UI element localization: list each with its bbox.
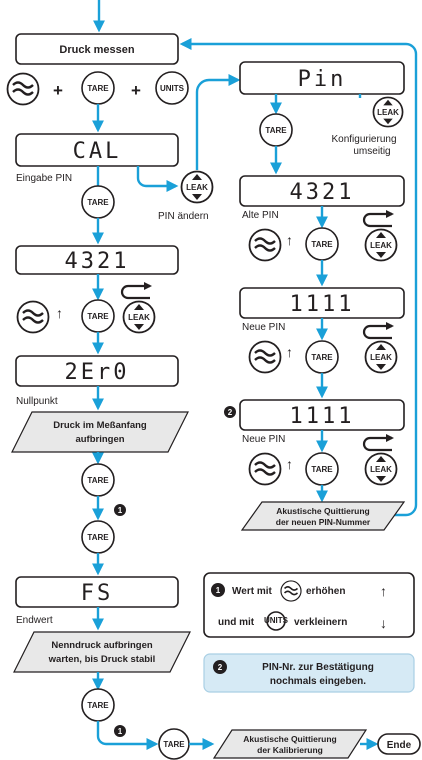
marker-one-text: 1: [118, 506, 123, 515]
tare-button-label: TARE: [311, 353, 333, 362]
label-nullpunkt: Nullpunkt: [16, 396, 58, 407]
step-druck-text-2: aufbringen: [75, 434, 124, 445]
leak-button-label: LEAK: [377, 108, 399, 117]
flow-branch-arrow: [136, 166, 179, 192]
up-down-button-icon[interactable]: [248, 340, 282, 374]
marker-one-text: 1: [216, 586, 221, 595]
step-nenn-text-2: warten, bis Druck stabil: [48, 654, 156, 665]
plus-symbol: +: [53, 81, 63, 100]
units-button: [266, 611, 286, 631]
step-druck-text-1: Druck im Meßanfang: [53, 420, 147, 431]
legend-line1-a: Wert mit: [232, 586, 272, 597]
label-neue-pin: Neue PIN: [242, 322, 285, 333]
tare-button-label: TARE: [87, 84, 109, 93]
quitt-pin-text-1: Akustische Quittierung: [276, 506, 370, 516]
leak-button-label: LEAK: [186, 183, 208, 192]
legend-line1-b: erhöhen: [306, 586, 345, 597]
up-arrow: ↑: [380, 583, 387, 599]
tare-button-label: TARE: [87, 476, 109, 485]
marker-one: [114, 504, 126, 516]
lcd-neue-pin-text: 1111: [290, 292, 355, 317]
tare-button-label: TARE: [87, 312, 109, 321]
label-konfigurierung: Konfigurierung: [331, 134, 396, 145]
marker-one-text: 1: [118, 727, 123, 736]
leak-button-label: LEAK: [128, 313, 150, 322]
note-line2: nochmals eingeben.: [270, 676, 366, 687]
tare-button-label: TARE: [265, 126, 287, 135]
lcd-fs-text: FS: [81, 581, 114, 606]
tare-button-label: TARE: [311, 465, 333, 474]
start-title: Druck messen: [59, 44, 134, 56]
quitt-kal-text-1: Akustische Quittierung: [243, 734, 337, 744]
lcd-zero-text: 2Er0: [65, 360, 130, 385]
start-box: [15, 33, 179, 65]
up-down-button-icon[interactable]: [248, 228, 282, 262]
lcd-pin-mode: [239, 61, 405, 95]
plus-symbol: +: [131, 81, 141, 100]
loop-icon: [362, 210, 396, 228]
flow-to-pin-arrow: [195, 74, 241, 170]
up-down-button-icon[interactable]: [248, 452, 282, 486]
marker-two-text: 2: [228, 408, 233, 417]
tare-button-label: TARE: [87, 701, 109, 710]
lcd-pin-text: 4321: [65, 249, 130, 274]
up-arrow: ↑: [286, 456, 293, 472]
lcd-cal-text: CAL: [73, 139, 122, 164]
legend-line2-b: verkleinern: [294, 617, 347, 628]
leak-button-label: LEAK: [370, 353, 392, 362]
step-druck-messanfang: [11, 411, 189, 453]
flow-return-arrow: [179, 38, 418, 517]
units-button-label: UNITS: [160, 84, 185, 93]
up-arrow: ↑: [286, 344, 293, 360]
up-arrow: ↑: [56, 305, 63, 321]
leak-button-label: LEAK: [370, 241, 392, 250]
note-box: [203, 653, 415, 693]
lcd-pin-mode-text: Pin: [298, 67, 347, 92]
loop-icon: [362, 434, 396, 452]
step-quittierung-kalibrierung: [212, 729, 368, 759]
label-umseitig: umseitig: [353, 146, 390, 157]
end-terminal: [377, 733, 421, 755]
up-down-button-icon: [280, 580, 302, 602]
end-label: Ende: [387, 740, 412, 751]
label-endwert: Endwert: [16, 615, 53, 626]
leak-button-label: LEAK: [370, 465, 392, 474]
up-down-button-icon[interactable]: [6, 72, 40, 106]
marker-one: [211, 583, 225, 597]
marker-two: [224, 406, 236, 418]
up-down-button-icon[interactable]: [16, 300, 50, 334]
label-alte-pin: Alte PIN: [242, 210, 279, 221]
lcd-neue-pin-confirm-text: 1111: [290, 404, 355, 429]
step-nenn-text-1: Nenndruck aufbringen: [51, 640, 153, 651]
loop-icon: [120, 282, 154, 300]
quitt-kal-text-2: der Kalibrierung: [257, 745, 323, 755]
tare-button-label: TARE: [163, 740, 185, 749]
flow-arrow: [96, 721, 159, 750]
units-button[interactable]: [155, 71, 189, 105]
tare-button-label: TARE: [87, 198, 109, 207]
note-line1: PIN-Nr. zur Bestätigung: [262, 662, 374, 673]
legend-box: [203, 572, 415, 638]
label-neue-pin-confirm: Neue PIN: [242, 434, 285, 445]
label-eingabe-pin: Eingabe PIN: [16, 173, 72, 184]
tare-button-label: TARE: [311, 240, 333, 249]
marker-two-text: 2: [218, 663, 223, 672]
down-arrow: ↓: [380, 615, 387, 631]
up-arrow: ↑: [286, 232, 293, 248]
step-quittierung-pin: [240, 501, 406, 531]
lcd-alte-pin-text: 4321: [290, 180, 355, 205]
loop-icon: [362, 322, 396, 340]
units-button-label: UNITS: [264, 616, 289, 625]
tare-button-label: TARE: [87, 533, 109, 542]
marker-two: [213, 660, 227, 674]
legend-line2-a: und mit: [218, 617, 255, 628]
marker-one: [114, 725, 126, 737]
step-nenndruck: [13, 631, 191, 673]
quitt-pin-text-2: der neuen PIN-Nummer: [276, 517, 371, 527]
label-pin-aendern: PIN ändern: [158, 211, 209, 222]
